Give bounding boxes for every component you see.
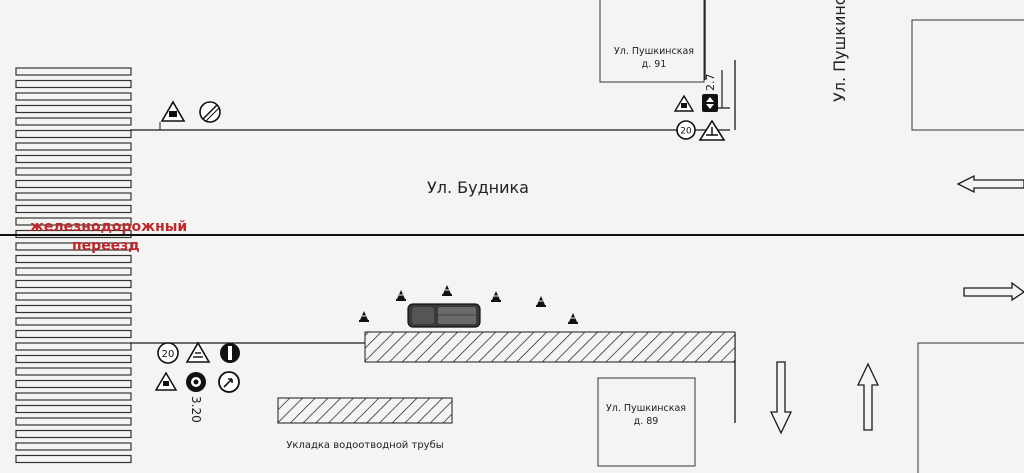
buildings (597, 0, 1024, 473)
railway-tie (15, 404, 132, 414)
railway-tie (15, 204, 132, 214)
height-limit-value: 2.7 (704, 74, 717, 92)
railway-tie (15, 454, 132, 464)
building-89-number: д. 89 (634, 416, 659, 427)
railway-tie (15, 179, 132, 189)
railway-tie (15, 117, 132, 126)
railway-tie (15, 129, 132, 139)
truck-icon (407, 303, 481, 328)
traffic-cones (359, 285, 578, 324)
direction-arrows (769, 174, 1024, 435)
building-91-street: Ул. Пушкинская (614, 46, 694, 57)
work-zone-pipe (277, 397, 453, 424)
railway-tie (15, 92, 132, 101)
railway-tie (15, 367, 132, 376)
building-89-street: Ул. Пушкинская (606, 403, 686, 414)
direction-arrow-icon (769, 361, 793, 435)
railway-tie (15, 429, 132, 439)
rail-label-line2: переезд (72, 238, 140, 254)
railway-tie (15, 142, 132, 151)
traffic-cone-icon (359, 311, 369, 322)
height-limit-sign-icon (702, 94, 718, 112)
railway-tie (15, 354, 132, 364)
street-label-budnika: Ул. Будника (427, 178, 529, 197)
railway-tie (15, 217, 132, 226)
no-entry-sign-icon (220, 343, 240, 363)
detour-sign-icon (218, 371, 240, 393)
railway-tie (15, 442, 132, 451)
speed-limit-sign-icon: 20 (676, 120, 696, 140)
road-works-sign-icon (185, 341, 211, 363)
traffic-cone-icon (396, 290, 406, 301)
railway-tie (15, 242, 132, 251)
railway-tie (15, 254, 132, 264)
railway-tie (15, 329, 132, 339)
traffic-cone-icon (442, 285, 452, 296)
pipe-work-label: Укладка водоотводной трубы (286, 440, 443, 451)
railway-ties (15, 67, 132, 464)
speed-limit-value: 20 (162, 349, 175, 360)
railway-tie (15, 104, 132, 114)
railway-tie (15, 267, 132, 276)
road-works-sign-icon (673, 94, 695, 112)
railway-tie (15, 79, 132, 89)
railway-tie (15, 292, 132, 301)
road-works-sign-icon (160, 100, 186, 122)
width-limit-sign-icon (186, 372, 206, 392)
railway-tie (15, 317, 132, 326)
speed-limit-sign-icon: 20 (157, 342, 179, 364)
railway-tie (15, 67, 132, 76)
rail-label-line1: железнодорожный (30, 219, 187, 235)
work-zone-main (364, 331, 736, 363)
traffic-cone-icon (536, 296, 546, 307)
railway-tie (15, 279, 132, 289)
width-limit-value: 3.20 (189, 396, 203, 423)
direction-arrow-icon (956, 174, 1024, 194)
road-works-sign-icon (154, 371, 178, 391)
railway-tie (15, 154, 132, 164)
railway-tie (15, 392, 132, 401)
road-works-sign-icon (698, 119, 726, 141)
traffic-cone-icon (491, 291, 501, 302)
railway-tie (15, 342, 132, 351)
direction-arrow-icon (856, 362, 880, 431)
railway-tie (15, 192, 132, 201)
building-91-number: д. 91 (642, 59, 667, 70)
traffic-cone-icon (568, 313, 578, 324)
street-label-pushkinskaya: Ул. Пушкинская (830, 0, 849, 102)
railway-tie (15, 304, 132, 314)
railway-tie (15, 379, 132, 389)
railway-tie (15, 417, 132, 426)
direction-arrow-icon (963, 281, 1024, 302)
railway-tie (15, 167, 132, 176)
speed-limit-value: 20 (680, 127, 692, 137)
no-overtaking-end-sign-icon (199, 101, 221, 123)
